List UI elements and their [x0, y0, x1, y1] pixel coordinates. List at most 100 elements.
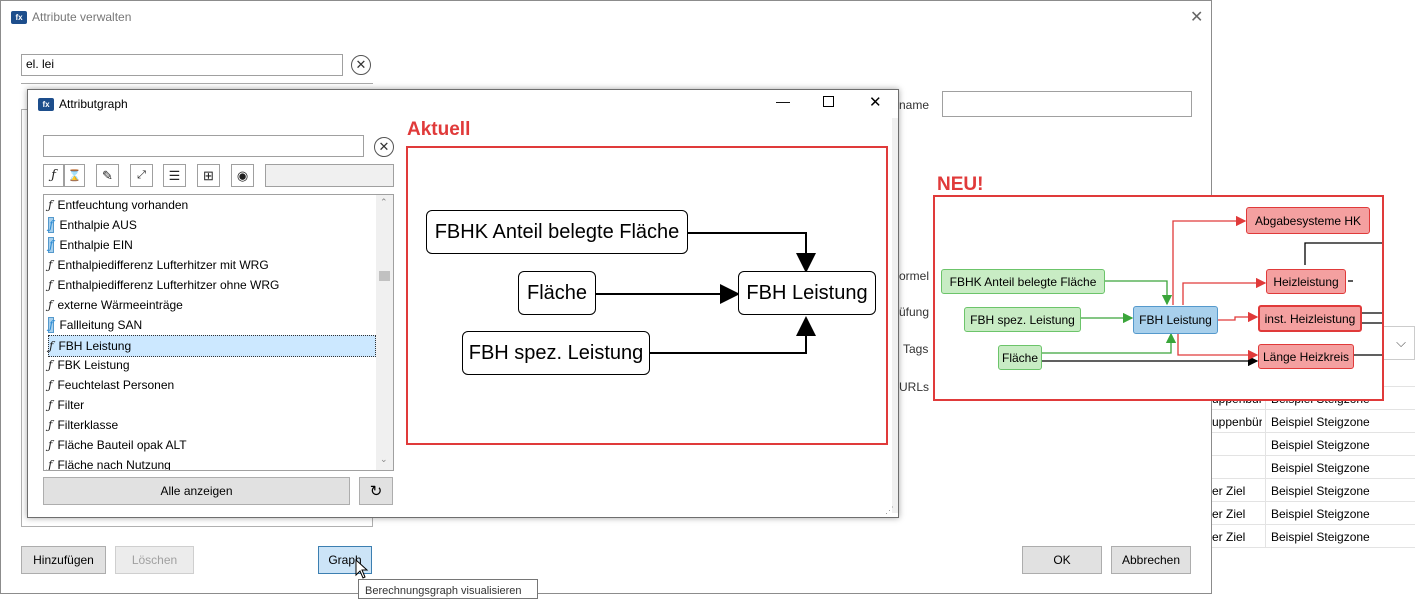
fx-icon: ƒ	[48, 438, 53, 452]
clear-graph-search-button[interactable]: ✕	[374, 137, 394, 157]
show-all-button[interactable]: Alle anzeigen	[43, 477, 350, 505]
scroll-up-icon[interactable]: ⌃	[380, 197, 388, 207]
graph-node[interactable]: FBH Leistung	[1133, 306, 1218, 334]
table-col-divider	[1265, 502, 1266, 525]
close-icon[interactable]: ✕	[869, 94, 882, 111]
graph-node[interactable]: Abgabesysteme HK	[1246, 207, 1370, 234]
close-icon[interactable]: ✕	[1190, 9, 1204, 26]
fx-icon: ƒ	[48, 237, 55, 253]
list-item-label: Enthalpiedifferenz Lufterhitzer mit WRG	[57, 258, 269, 272]
table-cell: er Ziel	[1212, 484, 1246, 498]
fx-icon: ƒ	[49, 339, 54, 353]
app-logo-icon: fx	[38, 98, 54, 111]
list-item-label: FBK Leistung	[57, 358, 130, 372]
graph-node[interactable]: FBHK Anteil belegte Fläche	[426, 210, 688, 254]
fx-icon: ƒ	[48, 198, 53, 212]
list-item-label: FBH Leistung	[58, 339, 132, 353]
table-row-divider	[1212, 524, 1415, 525]
list-item[interactable]: ƒ Enthalpie EIN	[48, 235, 368, 255]
graph-node[interactable]: Länge Heizkreis	[1258, 344, 1354, 369]
fx-icon: ƒ	[48, 217, 55, 233]
table-icon[interactable]: ⊞	[197, 164, 220, 187]
fx-icon: ƒ	[48, 378, 53, 392]
graph-node[interactable]: Fläche	[998, 345, 1042, 370]
scroll-thumb[interactable]	[379, 271, 390, 281]
name-input[interactable]	[942, 91, 1192, 117]
neu-graph: FBHK Anteil belegte Fläche FBH spez. Lei…	[933, 195, 1384, 401]
main-dialog-title: Attribute verwalten	[32, 10, 132, 24]
app-logo-icon: fx	[11, 11, 27, 24]
fx-icon: ƒ	[48, 458, 53, 471]
table-col-divider	[1265, 410, 1266, 433]
list-item-label: Fläche Bauteil opak ALT	[57, 438, 187, 452]
graph-node[interactable]: FBHK Anteil belegte Fläche	[941, 269, 1105, 294]
graph-node[interactable]: FBH Leistung	[738, 271, 876, 315]
table-row-divider	[1212, 409, 1415, 410]
table-cell: Beispiel Steigzone	[1271, 415, 1370, 429]
urls-label: URLs	[899, 380, 930, 394]
list-item-label: Enthalpie AUS	[59, 218, 137, 232]
list-item-label: Entfeuchtung vorhanden	[57, 198, 189, 212]
list-item[interactable]: ƒ Fläche Bauteil opak ALT	[48, 435, 368, 455]
graph-window-title: Attributgraph	[59, 97, 128, 111]
ok-button[interactable]: OK	[1022, 546, 1102, 574]
table-col-divider	[1265, 479, 1266, 502]
table-cell: Beispiel Steigzone	[1271, 438, 1370, 452]
formel-label: ormel	[899, 269, 930, 283]
fx-icon[interactable]: ƒ	[43, 164, 64, 187]
list-item[interactable]: ƒ FBH Leistung	[48, 335, 376, 357]
globe-icon[interactable]: ◉	[231, 164, 254, 187]
scroll-down-icon[interactable]: ⌄	[380, 454, 388, 464]
link-icon[interactable]: ⤢	[130, 164, 153, 187]
table-row-divider	[1212, 501, 1415, 502]
list-item[interactable]: ƒ Feuchtelast Personen	[48, 375, 368, 395]
clear-search-button[interactable]: ✕	[351, 55, 371, 75]
cancel-button[interactable]: Abbrechen	[1111, 546, 1191, 574]
list-icon[interactable]: ☰	[163, 164, 186, 187]
list-item[interactable]: ƒ Entfeuchtung vorhanden	[48, 195, 368, 215]
table-cell: uppenbür	[1212, 415, 1262, 429]
list-item-label: Enthalpiedifferenz Lufterhitzer ohne WRG	[57, 278, 280, 292]
refresh-button[interactable]: ↻	[359, 477, 393, 505]
brush-icon[interactable]: ✎	[96, 164, 119, 187]
resize-grip-icon[interactable]: ⋰	[885, 505, 894, 515]
list-item[interactable]: ƒ Enthalpiedifferenz Lufterhitzer ohne WR…	[48, 275, 368, 295]
bg-toolbar	[21, 83, 373, 89]
hourglass-icon[interactable]: ⌛	[64, 164, 85, 187]
scrollbar[interactable]: ⌃ ⌄	[376, 195, 393, 470]
list-item[interactable]: ƒ Enthalpie AUS	[48, 215, 368, 235]
graph-search-input[interactable]	[43, 135, 364, 157]
list-item-label: Enthalpie EIN	[59, 238, 133, 252]
table-row-divider	[1212, 455, 1415, 456]
minimize-icon[interactable]: —	[776, 93, 790, 109]
list-item-label: Feuchtelast Personen	[57, 378, 175, 392]
neu-heading: NEU!	[937, 174, 984, 195]
search-input[interactable]: el. lei	[21, 54, 343, 76]
aktuell-graph: FBHK Anteil belegte Fläche Fläche FBH sp…	[406, 146, 888, 445]
graph-node[interactable]: inst. Heizleistung	[1258, 305, 1362, 332]
graph-scrollbar[interactable]	[892, 118, 898, 513]
delete-button[interactable]: Löschen	[115, 546, 194, 574]
graph-node[interactable]: Heizleistung	[1266, 269, 1346, 294]
table-row-divider	[1212, 478, 1415, 479]
fx-icon: ƒ	[48, 278, 53, 292]
fx-icon: ƒ	[48, 298, 53, 312]
graph-node[interactable]: Fläche	[518, 271, 596, 315]
table-row-divider	[1212, 432, 1415, 433]
tags-label: Tags	[903, 342, 929, 356]
graph-node[interactable]: FBH spez. Leistung	[964, 307, 1081, 332]
add-button[interactable]: Hinzufügen	[21, 546, 106, 574]
filter-field[interactable]	[265, 164, 394, 187]
maximize-icon[interactable]	[823, 96, 834, 107]
graph-node[interactable]: FBH spez. Leistung	[462, 331, 650, 375]
aktuell-edges	[594, 232, 816, 354]
